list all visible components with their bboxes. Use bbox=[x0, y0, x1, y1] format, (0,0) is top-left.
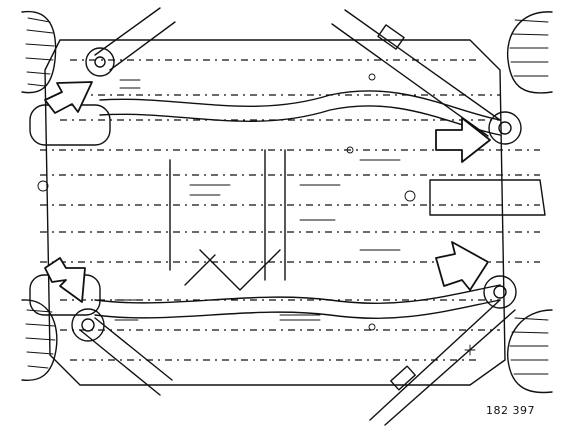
callout-arrow-rear-left bbox=[44, 257, 86, 303]
axle-stand-rear-right bbox=[369, 275, 517, 426]
axle-stand-rear-left bbox=[71, 308, 173, 396]
axle-stand-front-right bbox=[331, 9, 522, 145]
callout-arrow-front-left bbox=[44, 81, 93, 114]
rear-axle-assembly bbox=[94, 90, 501, 319]
underbody-detail-lines bbox=[114, 79, 476, 356]
tyre-front-right bbox=[506, 11, 553, 94]
callout-arrow-rear-right bbox=[435, 241, 489, 291]
tyre-rear-left bbox=[21, 299, 58, 382]
axle-stand-front-left bbox=[85, 7, 176, 77]
callout-arrow-front-right bbox=[435, 117, 491, 163]
tyre-rear-right bbox=[506, 309, 553, 394]
tyre-front-left bbox=[21, 10, 57, 94]
figure-reference-code: 182 397 bbox=[486, 404, 535, 417]
